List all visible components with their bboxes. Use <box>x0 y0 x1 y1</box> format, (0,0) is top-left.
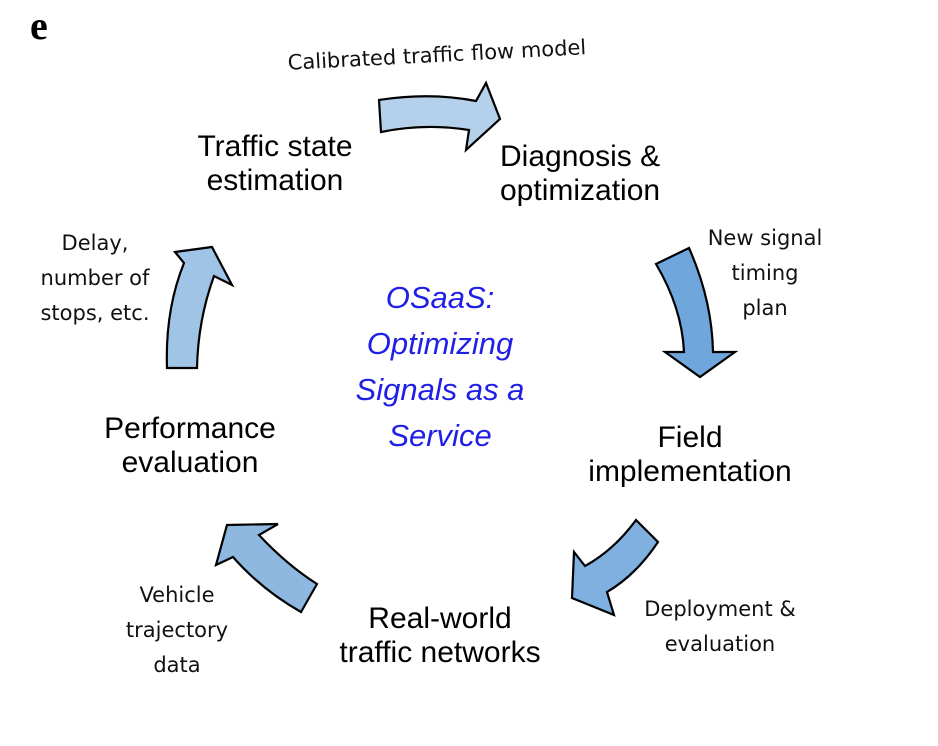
center-title-line: Optimizing <box>366 326 514 361</box>
edge-label-line: evaluation <box>664 632 776 656</box>
edge-label-deployment: Deployment & evaluation <box>625 592 815 662</box>
node-line: Field <box>657 421 723 454</box>
node-line: optimization <box>500 174 661 207</box>
edge-label-line: trajectory <box>125 618 229 642</box>
edge-label-new-signal-plan: New signal timing plan <box>690 221 840 326</box>
node-field-implementation: Field implementation <box>560 421 820 489</box>
edge-label-line: plan <box>742 296 788 320</box>
node-line: estimation <box>206 164 344 197</box>
node-line: evaluation <box>121 446 259 479</box>
edge-label-line: New signal <box>707 226 823 250</box>
node-diagnosis-optimization: Diagnosis & optimization <box>500 140 720 208</box>
center-title: OSaaS: Optimizing Signals as a Service <box>300 275 580 459</box>
node-line: implementation <box>588 455 792 488</box>
edge-label-vehicle-trajectory: Vehicle trajectory data <box>112 578 242 683</box>
arrow-diagnosis-to-field <box>654 246 739 379</box>
edge-label-line: Delay, <box>61 231 129 255</box>
node-line: Performance <box>104 412 276 445</box>
arrow-field-to-network <box>570 518 660 617</box>
node-line: traffic networks <box>339 636 541 669</box>
edge-label-line: timing <box>731 261 799 285</box>
node-line: Real-world <box>368 602 512 635</box>
panel-label: e <box>30 3 48 48</box>
node-line: Diagnosis & <box>500 140 661 173</box>
edge-label-line: number of <box>40 266 150 290</box>
center-title-line: OSaaS: <box>385 280 495 315</box>
edge-label-line: Vehicle <box>139 583 215 607</box>
edge-label-line: stops, etc. <box>40 301 150 325</box>
node-performance-evaluation: Performance evaluation <box>70 412 310 480</box>
node-real-world-traffic-networks: Real-world traffic networks <box>310 602 570 670</box>
arrow-estimation-to-diagnosis <box>377 80 502 153</box>
arrow-performance-to-estimation <box>165 245 235 370</box>
arrow-network-to-performance <box>214 522 319 614</box>
center-title-line: Signals as a <box>355 372 525 407</box>
center-title-line: Service <box>388 418 492 453</box>
edge-label-delay-stops: Delay, number of stops, etc. <box>25 226 165 331</box>
node-traffic-state-estimation: Traffic state estimation <box>165 130 385 198</box>
node-line: Traffic state <box>197 130 353 163</box>
edge-label-line: Deployment & <box>644 597 796 621</box>
edge-label-line: data <box>153 653 201 677</box>
